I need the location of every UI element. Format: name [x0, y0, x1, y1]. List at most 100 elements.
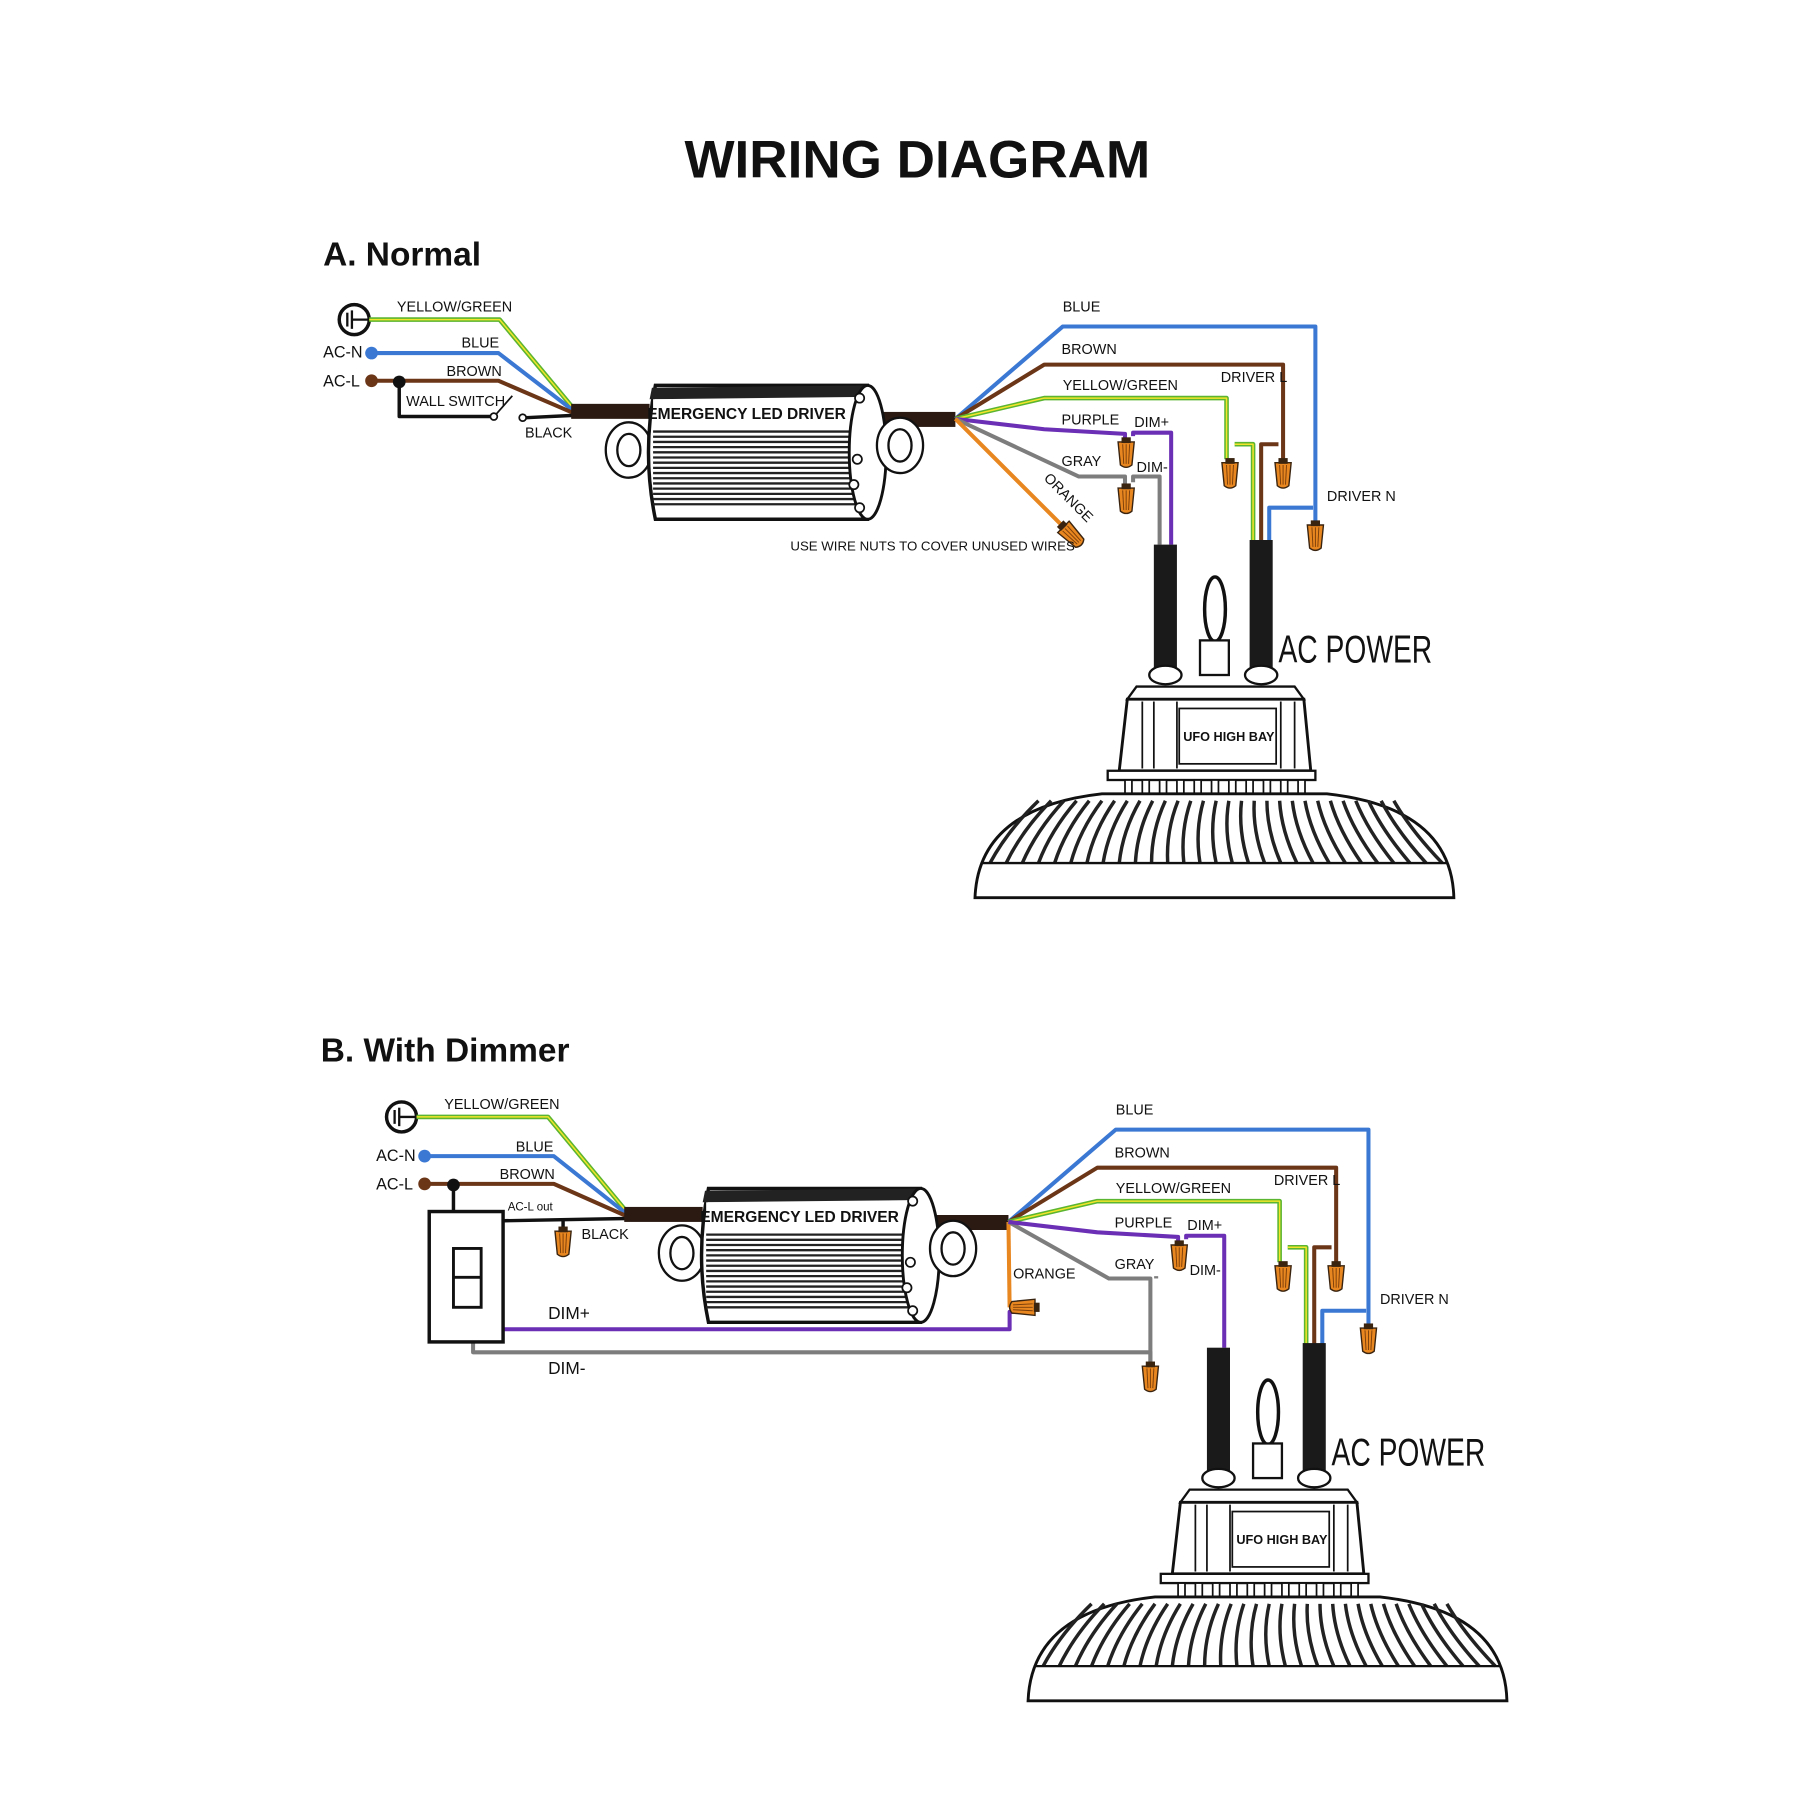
wire-nut-ridge	[1122, 490, 1125, 511]
brown-input-label: BROWN	[447, 364, 502, 380]
blue-output-wire	[954, 324, 1318, 522]
orange-output-wire	[953, 417, 1066, 529]
ground-wire-label: YELLOW/GREEN	[397, 300, 512, 316]
brown-input-wire	[424, 1181, 628, 1218]
ground-icon	[384, 1100, 419, 1134]
driver-label-bg	[706, 1202, 894, 1228]
wire-nut-cap	[1331, 1261, 1341, 1267]
orange-output-wire	[1006, 1221, 1012, 1308]
wire-nut-cap	[1056, 520, 1068, 531]
heatsink-fin	[1238, 800, 1251, 864]
standoff	[1262, 779, 1272, 795]
heatsink-fin	[1366, 800, 1412, 865]
blue-label: BLUE	[1063, 300, 1101, 316]
heatsink-fin	[1379, 799, 1428, 865]
wire-nut-ridge	[1062, 530, 1078, 545]
yellow-green-output-wire	[954, 395, 1229, 460]
wire-nut-cap	[1121, 483, 1131, 490]
heatsink-fin	[1318, 1603, 1336, 1667]
standoff	[1124, 779, 1133, 795]
blue-label: BLUE	[1116, 1103, 1154, 1119]
driver-top-edge	[702, 1188, 921, 1203]
driver-screw	[901, 1282, 913, 1294]
wire-nut-ridge	[1285, 1268, 1287, 1288]
ac-l-label: AC-L	[376, 1176, 413, 1194]
heatsink-fin	[1277, 800, 1299, 864]
wire-nut-icon	[1117, 483, 1135, 515]
standoff	[1229, 1582, 1238, 1598]
wire-nut-ridge	[1370, 1330, 1373, 1351]
wire-nut-icon	[1008, 1298, 1040, 1317]
heatsink-fin	[1354, 800, 1396, 865]
junction-dot	[447, 1178, 460, 1192]
housing-base	[1159, 1572, 1370, 1585]
heatsink-fin	[1330, 1603, 1352, 1667]
standoff	[1281, 1582, 1290, 1598]
wire-nut-ridge	[1181, 1247, 1184, 1267]
input-cable	[624, 1206, 703, 1222]
heatsink-fin	[1252, 800, 1267, 864]
section-a-heading: A. Normal	[323, 236, 481, 273]
ac-power-label: AC POWER	[1278, 628, 1432, 672]
purple-label: PURPLE	[1115, 1216, 1173, 1232]
heatsink-fin	[1356, 1603, 1384, 1668]
wire-nut-cap	[558, 1226, 568, 1233]
cable-gland	[1243, 664, 1279, 686]
brown-label: BROWN	[1115, 1145, 1170, 1161]
standoff	[1245, 779, 1254, 795]
yellow-green-output-wire	[1007, 1198, 1282, 1263]
wire-nut-cap	[1310, 520, 1320, 527]
heatsink-fin	[1369, 1603, 1400, 1668]
heatsink-fin	[1407, 1603, 1449, 1668]
mount-eye-right-hole	[887, 428, 913, 463]
standoff	[1350, 1582, 1359, 1598]
switch-wire	[397, 381, 493, 419]
heatsink-fin	[1343, 1603, 1368, 1667]
orange-label: ORANGE	[1013, 1266, 1075, 1282]
heatsink-fin	[1073, 1602, 1119, 1667]
yellow-green-input-wire-stripe	[416, 1116, 628, 1213]
yellow-green-output-wire-stripe	[1008, 1200, 1281, 1263]
emergency-led-driver: EMERGENCY LED DRIVER	[624, 1186, 1009, 1325]
wire-nut-ridge	[1128, 490, 1131, 511]
heatsink-fin	[1138, 1602, 1170, 1667]
standoff	[1315, 1582, 1325, 1598]
heatsink-fin	[1101, 799, 1129, 864]
wire-nut-cap	[1121, 437, 1131, 444]
hanging-hook	[1255, 1378, 1281, 1447]
standoff	[1211, 1582, 1221, 1598]
gray-output-wire	[954, 417, 1128, 485]
blue-input-label: BLUE	[516, 1140, 554, 1156]
driver-n-wire	[1267, 505, 1314, 543]
driver-and-lamp-group: EMERGENCY LED DRIVERORANGEBLUEBROWNYELLO…	[624, 1103, 1509, 1703]
heatsink-fin	[1069, 799, 1104, 864]
heatsink-fin	[1154, 1602, 1182, 1667]
driver-label-bg	[653, 399, 840, 425]
yellow-green-input-wire	[416, 1114, 629, 1214]
heatsink-fin	[1292, 1603, 1304, 1667]
ground-wire-label: YELLOW/GREEN	[444, 1097, 559, 1113]
standoff	[1279, 779, 1289, 795]
driver-l-label: DRIVER L	[1221, 370, 1287, 386]
dimmer-dim-plus-label: DIM+	[548, 1303, 590, 1323]
wire-nut-ridge	[1067, 525, 1081, 541]
blue-input-wire	[371, 351, 575, 413]
standoff	[1227, 779, 1237, 795]
ac-power-label: AC POWER	[1332, 1431, 1486, 1475]
standoff	[1193, 779, 1203, 795]
heatsink-fin	[1117, 799, 1142, 864]
wire-nut-icon	[1327, 1261, 1345, 1292]
heatsink-fin	[1036, 799, 1078, 864]
wire-nut-ridge	[1146, 1368, 1149, 1389]
wire-nut-ridge	[1285, 464, 1287, 485]
black-input-wire	[503, 1216, 627, 1223]
housing-top	[1125, 685, 1307, 701]
wire-nut-cap	[1174, 1240, 1184, 1247]
lamp-ground-wire	[1287, 1244, 1309, 1346]
heatsink-fin	[1249, 1603, 1259, 1667]
heatsink-fin	[1303, 800, 1331, 864]
wire-nut-ridge	[559, 1233, 562, 1254]
gray-label: GRAY	[1062, 454, 1102, 470]
hook-base	[1251, 1442, 1284, 1480]
